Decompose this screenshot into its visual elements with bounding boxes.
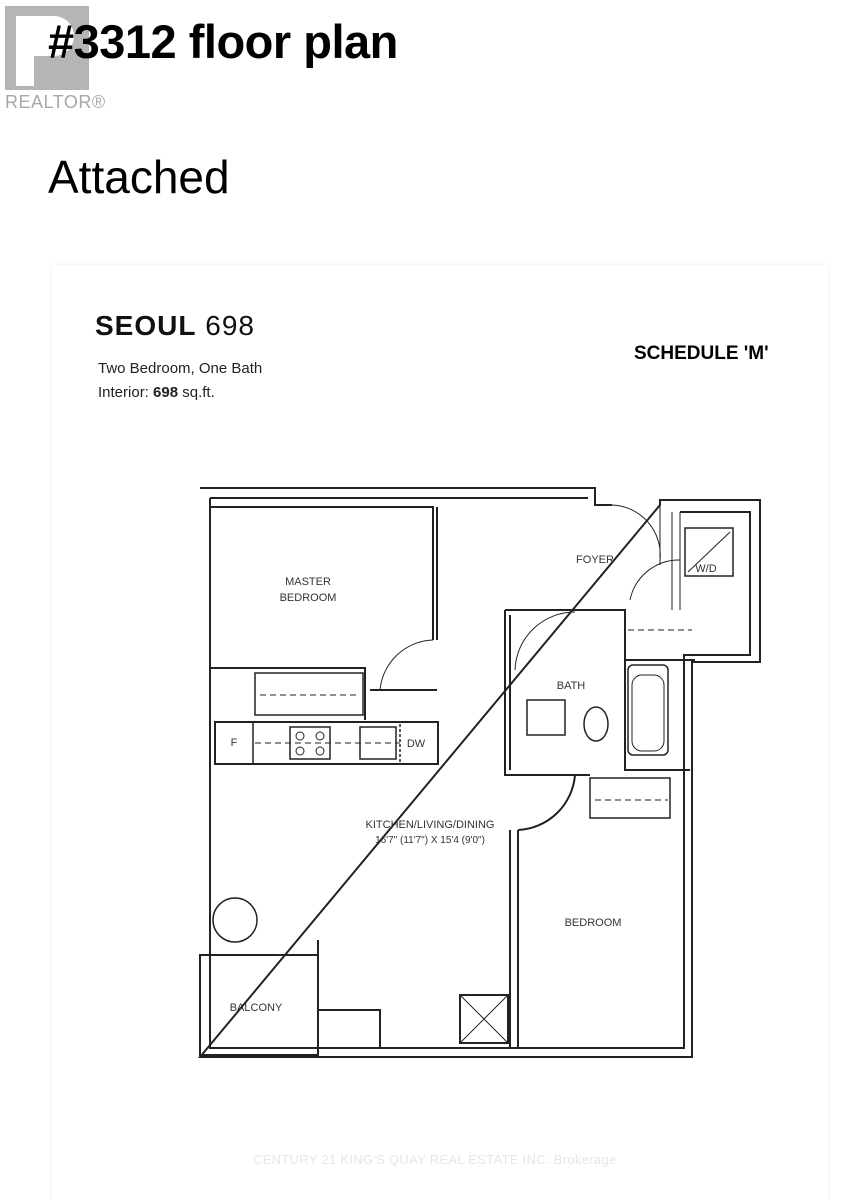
sink [359,726,397,760]
label-dishwasher: DW [407,738,426,750]
plan-interior-area: Interior: 698 sq.ft. [98,384,215,401]
vanity [526,699,566,736]
floor-plan-sheet [52,265,828,1200]
outer-wall [197,487,761,1058]
burner [295,746,305,756]
fridge [214,721,254,765]
label-balcony: BALCONY [230,1002,283,1014]
interior-unit: sq.ft. [182,384,215,401]
label-kitchen: KITCHEN/LIVING/DINING [366,819,495,831]
interior-label: Interior: [98,384,149,401]
shaft [459,994,509,1044]
label-wd: W/D [695,563,716,575]
label-fridge: F [231,737,238,749]
plan-name: SEOUL 698 [95,310,255,342]
bedroom-wall [509,774,576,1048]
bedroom-closet [589,777,671,819]
schedule-label: SCHEDULE 'M' [634,343,769,364]
laundry-closet-door [629,512,681,610]
bath-door-arc [514,611,576,671]
inner-outer-wall [209,497,751,1049]
washer-dryer-diagonal [687,531,731,573]
shaft-cross [459,994,509,1044]
master-closet [254,672,364,716]
master-bedroom-wall [210,506,438,720]
plan-number: 698 [205,310,255,341]
master-door-arc [379,639,434,691]
cooktop [289,726,331,760]
burner [315,746,325,756]
interior-value: 698 [153,384,179,401]
plan-name-bold: SEOUL [95,310,197,341]
burner [315,731,325,741]
label-master-2: BEDROOM [280,592,337,604]
label-bath: BATH [557,680,586,692]
washer-dryer [684,527,734,577]
dining-table [212,897,258,943]
brokerage-watermark: CENTURY 21 KING'S QUAY REAL ESTATE INC. … [253,1152,617,1167]
bathtub [627,664,669,756]
label-bedroom: BEDROOM [565,917,622,929]
realtor-logo [5,6,89,90]
toilet [583,706,609,742]
entry-door [611,504,661,565]
bath-wall [504,609,695,776]
page-subtitle: Attached [48,151,230,203]
plan-description: Two Bedroom, One Bath [98,360,263,377]
page-title: #3312 floor plan [48,15,398,68]
burner [295,731,305,741]
label-foyer: FOYER [576,554,614,566]
label-master-1: MASTER [285,576,331,588]
realtor-logo-text: REALTOR® [5,92,106,112]
bathtub-basin [631,674,665,752]
label-kitchen-dims: 16'7" (11'7") X 15'4 (9'0") [375,835,485,846]
pillar-notch [317,940,381,1048]
